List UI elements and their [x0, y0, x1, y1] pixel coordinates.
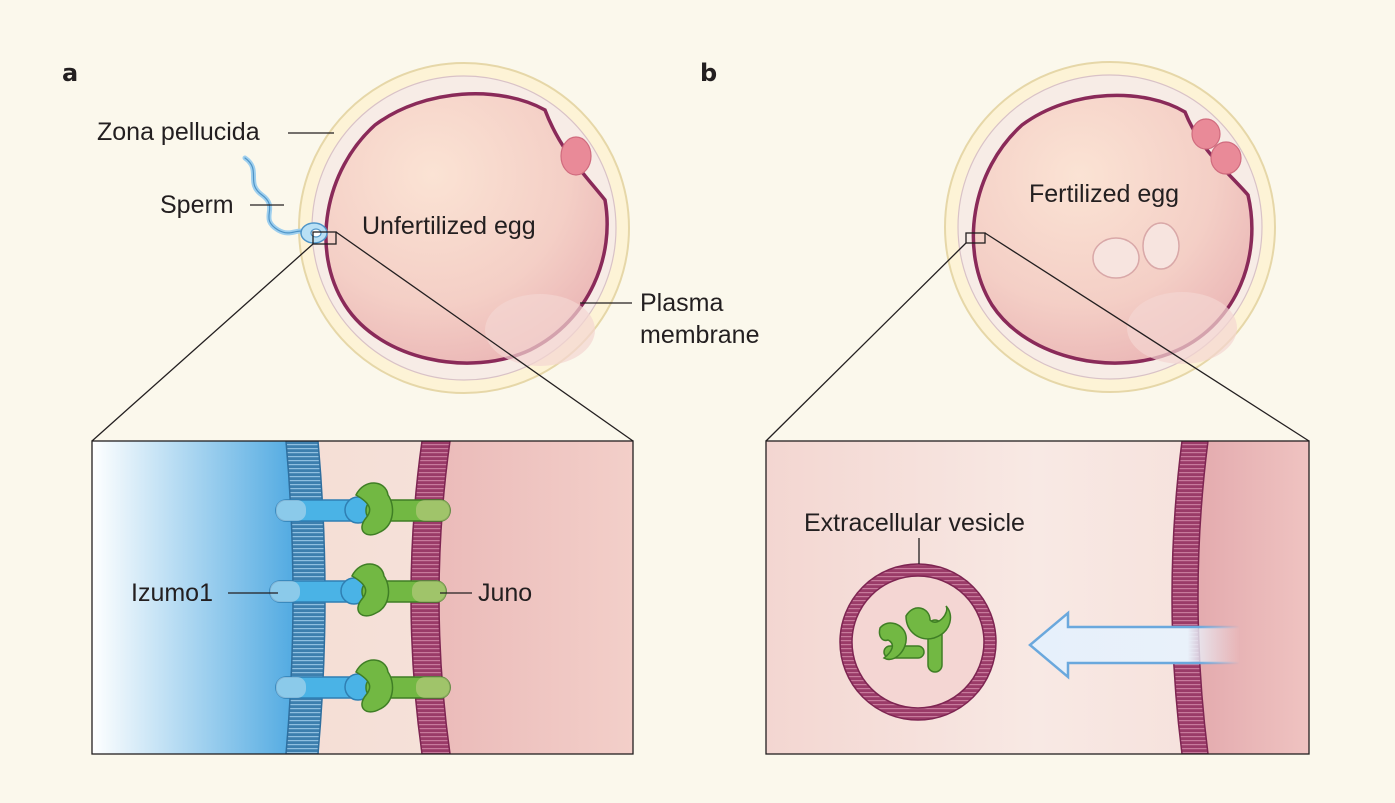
- inset-a-frame: [91, 440, 634, 755]
- unfertilized-egg-illustration: [298, 62, 630, 394]
- egg-membrane: [1171, 441, 1209, 754]
- panel-b-letter: b: [700, 59, 717, 87]
- inset-b: [765, 440, 1310, 755]
- inset-b-frame: [765, 440, 1310, 755]
- label-extracellular-vesicle: Extracellular vesicle: [804, 509, 1025, 537]
- panel-a-letter: a: [62, 59, 78, 87]
- polar-body-1: [1191, 118, 1221, 150]
- vesicle-lumen: [851, 575, 985, 709]
- label-sperm: Sperm: [160, 191, 234, 219]
- inset-a: [91, 440, 634, 755]
- zoom-line-a-right: [335, 231, 634, 442]
- label-plasma-membrane-line2: membrane: [640, 321, 760, 349]
- label-plasma-membrane-line1: Plasma: [640, 289, 723, 317]
- pronucleus-2: [1142, 222, 1180, 270]
- sperm-cytoplasm-region: [92, 441, 297, 754]
- sperm-tail: [242, 155, 309, 237]
- extracellular-vesicle: [839, 563, 997, 721]
- zoom-line-b-left: [765, 242, 967, 442]
- fertilized-egg-illustration: [944, 61, 1276, 393]
- polar-body-2: [1210, 141, 1242, 175]
- egg-cytoplasm-region: [419, 441, 633, 754]
- release-arrow: [1028, 610, 1242, 680]
- label-fertilized-egg: Fertilized egg: [1029, 180, 1179, 208]
- egg-cytoplasm-region: [1190, 441, 1309, 754]
- zoom-box-b: [965, 232, 986, 244]
- polar-body: [560, 136, 592, 176]
- zoom-line-a-left: [91, 243, 314, 442]
- egg-shading: [1127, 292, 1237, 364]
- juno-in-vesicle: [878, 605, 952, 673]
- zoom-box-a: [312, 231, 337, 245]
- zoom-line-b-right: [984, 232, 1310, 442]
- sperm-illustration: [242, 155, 328, 244]
- binding-pair-2: [269, 563, 447, 617]
- binding-pair-1: [275, 482, 451, 536]
- pronucleus-1: [1092, 237, 1140, 279]
- label-juno: Juno: [478, 579, 532, 607]
- label-unfertilized-egg: Unfertilized egg: [362, 212, 536, 240]
- egg-shading: [485, 294, 595, 366]
- label-zona-pellucida: Zona pellucida: [97, 118, 260, 146]
- binding-pair-3: [275, 659, 451, 713]
- label-izumo1: Izumo1: [131, 579, 213, 607]
